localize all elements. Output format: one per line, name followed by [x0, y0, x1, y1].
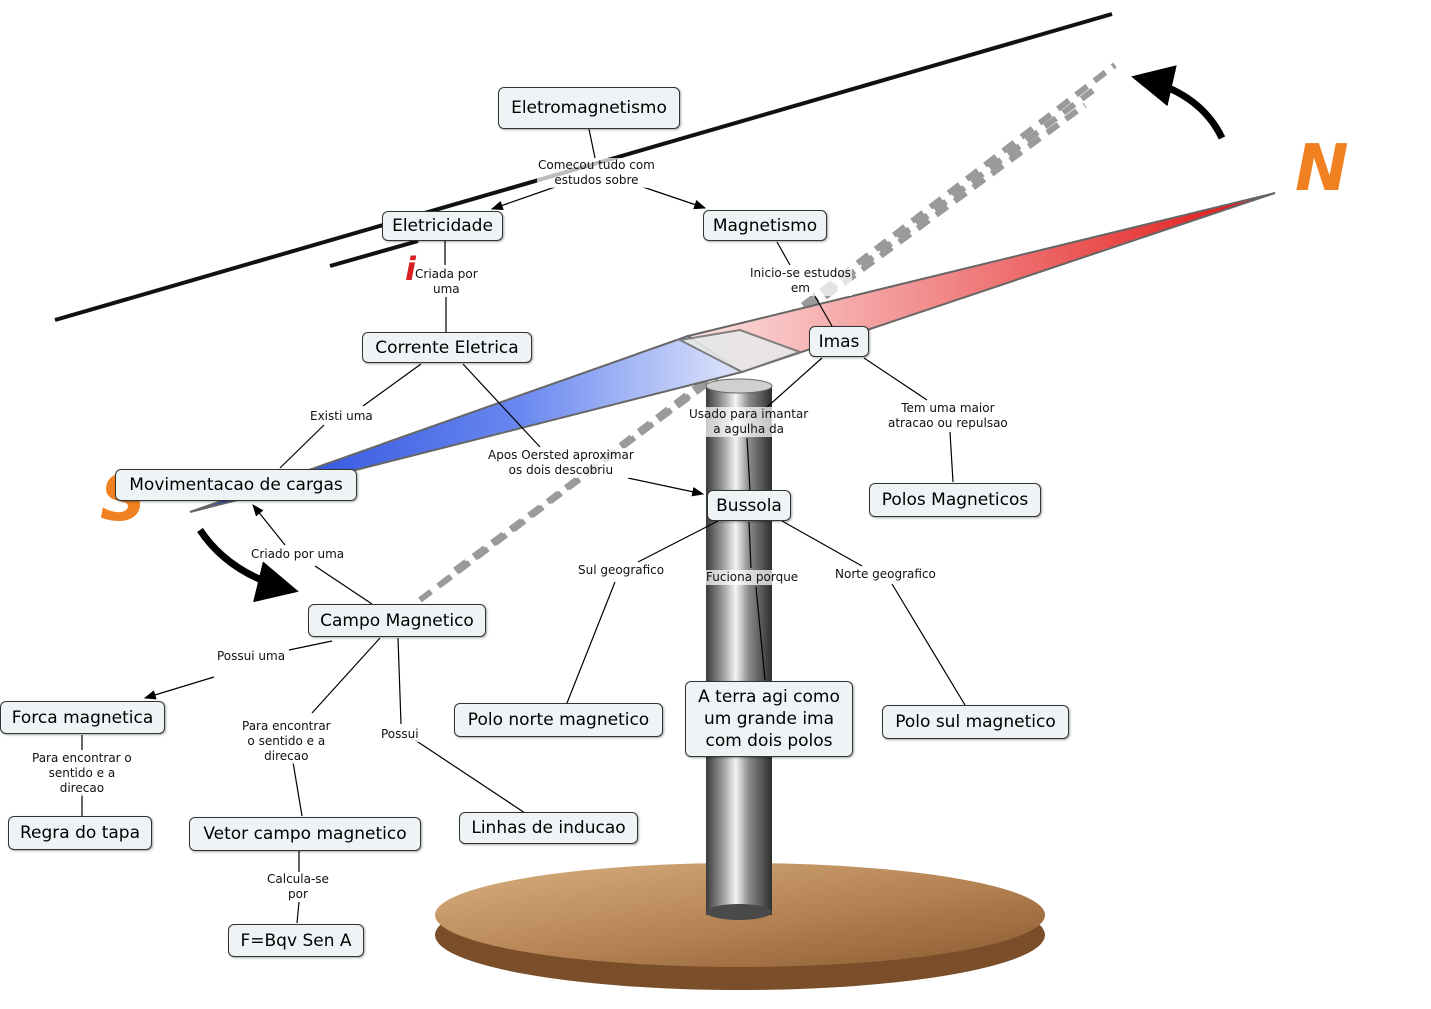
node-movimentacao-de-cargas[interactable]: Movimentacao de cargas [115, 469, 357, 501]
node-polo-sul-magnetico[interactable]: Polo sul magnetico [882, 705, 1069, 739]
node-vetor-campo-magnetico[interactable]: Vetor campo magnetico [189, 817, 421, 851]
link-label-existi: Existi uma [309, 409, 374, 424]
node-regra-do-tapa[interactable]: Regra do tapa [8, 816, 152, 850]
link-label-sul-geografico: Sul geografico [577, 563, 666, 578]
link-label-possui-uma: Possui uma [216, 649, 287, 664]
node-a-terra-agi[interactable]: A terra agi como um grande ima com dois … [685, 681, 853, 757]
rotation-arrow-top [1131, 65, 1226, 140]
link-label-fuciona: Fuciona porque [705, 570, 800, 585]
node-forca-magnetica[interactable]: Forca magnetica [0, 701, 165, 734]
link-label-norte-geografico: Norte geografico [834, 567, 937, 582]
node-eletromagnetismo[interactable]: Eletromagnetismo [498, 87, 680, 129]
rotation-arrow-bottom [197, 528, 299, 603]
current-letter: i [405, 250, 416, 288]
node-eletricidade[interactable]: Eletricidade [382, 211, 503, 241]
link-label-possui: Possui [380, 727, 420, 742]
node-magnetismo[interactable]: Magnetismo [703, 210, 827, 241]
compass-pole [705, 378, 773, 920]
node-linhas-de-inducao[interactable]: Linhas de inducao [459, 812, 638, 844]
node-formula[interactable]: F=Bqv Sen A [228, 924, 364, 957]
node-campo-magnetico[interactable]: Campo Magnetico [308, 604, 486, 637]
node-corrente-eletrica[interactable]: Corrente Eletrica [362, 332, 532, 363]
node-imas[interactable]: Imas [809, 326, 869, 357]
node-polo-norte-magnetico[interactable]: Polo norte magnetico [454, 703, 663, 737]
north-letter: N [1295, 132, 1349, 206]
node-bussola[interactable]: Bussola [707, 490, 791, 521]
node-polos-magneticos[interactable]: Polos Magneticos [869, 483, 1041, 517]
link-label-criado: Criado por uma [250, 547, 346, 562]
